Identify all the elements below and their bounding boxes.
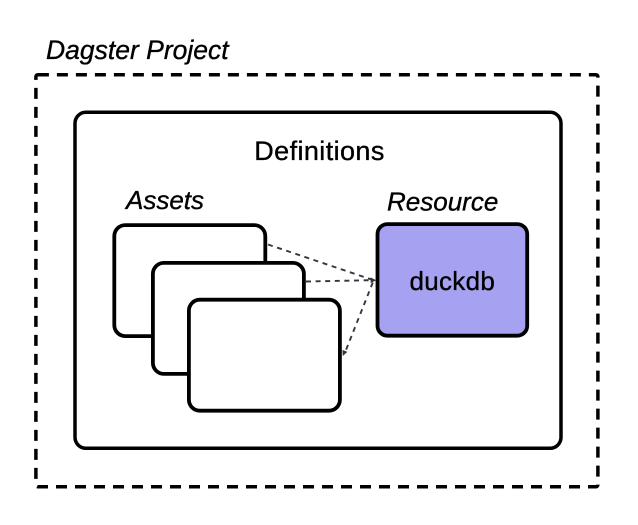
svg-text:Resource: Resource	[387, 186, 498, 216]
svg-text:Assets: Assets	[124, 185, 204, 215]
svg-text:duckdb: duckdb	[409, 266, 495, 296]
svg-text:Definitions: Definitions	[254, 136, 384, 166]
svg-text:Dagster Project: Dagster Project	[46, 35, 230, 65]
